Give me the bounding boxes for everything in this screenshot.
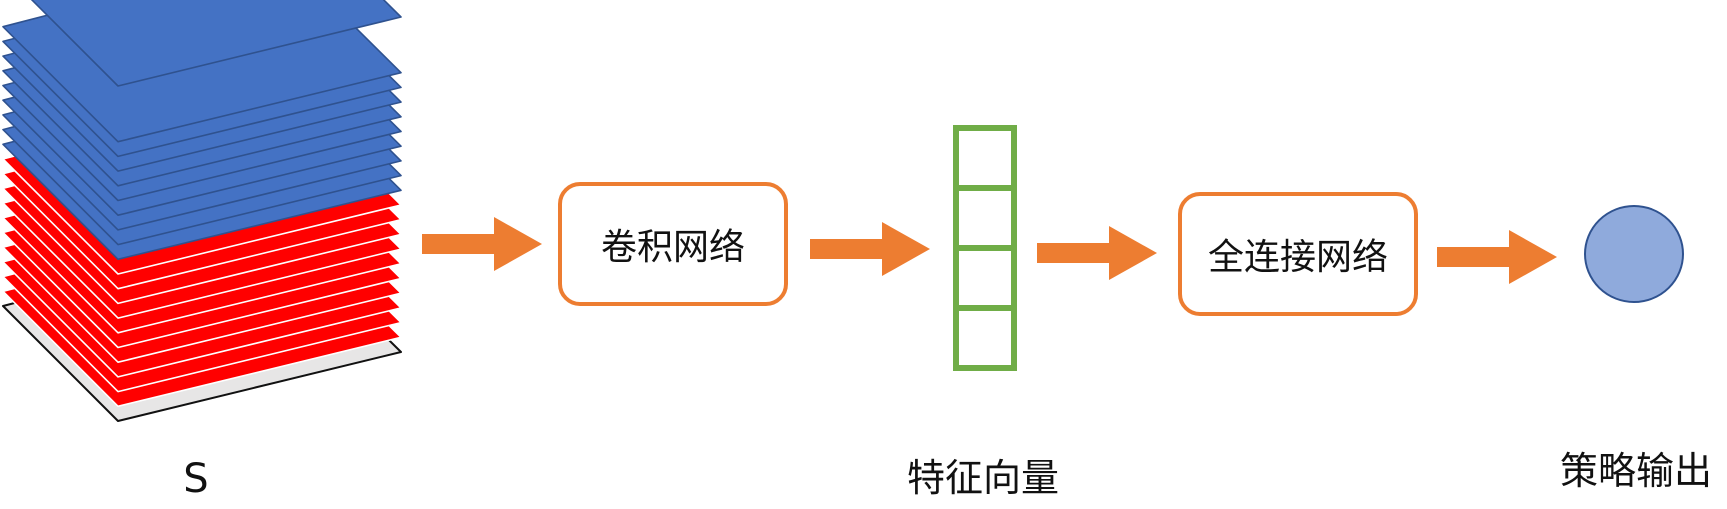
conv-network-label: 卷积网络: [600, 227, 745, 268]
feature-vector: [953, 125, 1017, 371]
feature-cell: [953, 185, 1017, 251]
output-label: 策略输出: [1559, 449, 1713, 493]
arrow-stack-to-conv: [422, 217, 542, 271]
blue-layer-sheet: [30, 0, 402, 87]
arrow-fc-to-output: [1437, 230, 1557, 284]
fc-network-label: 全连接网络: [1207, 237, 1388, 278]
conv-network-box: 卷积网络: [558, 182, 788, 306]
fc-network-box: 全连接网络: [1178, 192, 1418, 316]
feature-cell: [953, 125, 1017, 191]
feature-vector-label: 特征向量: [906, 456, 1060, 500]
input-label: S: [183, 456, 209, 502]
arrow-conv-to-feature: [810, 222, 930, 276]
feature-cell: [953, 305, 1017, 371]
arrow-feature-to-fc: [1037, 226, 1157, 280]
output-circle: [1584, 205, 1684, 303]
feature-cell: [953, 245, 1017, 311]
